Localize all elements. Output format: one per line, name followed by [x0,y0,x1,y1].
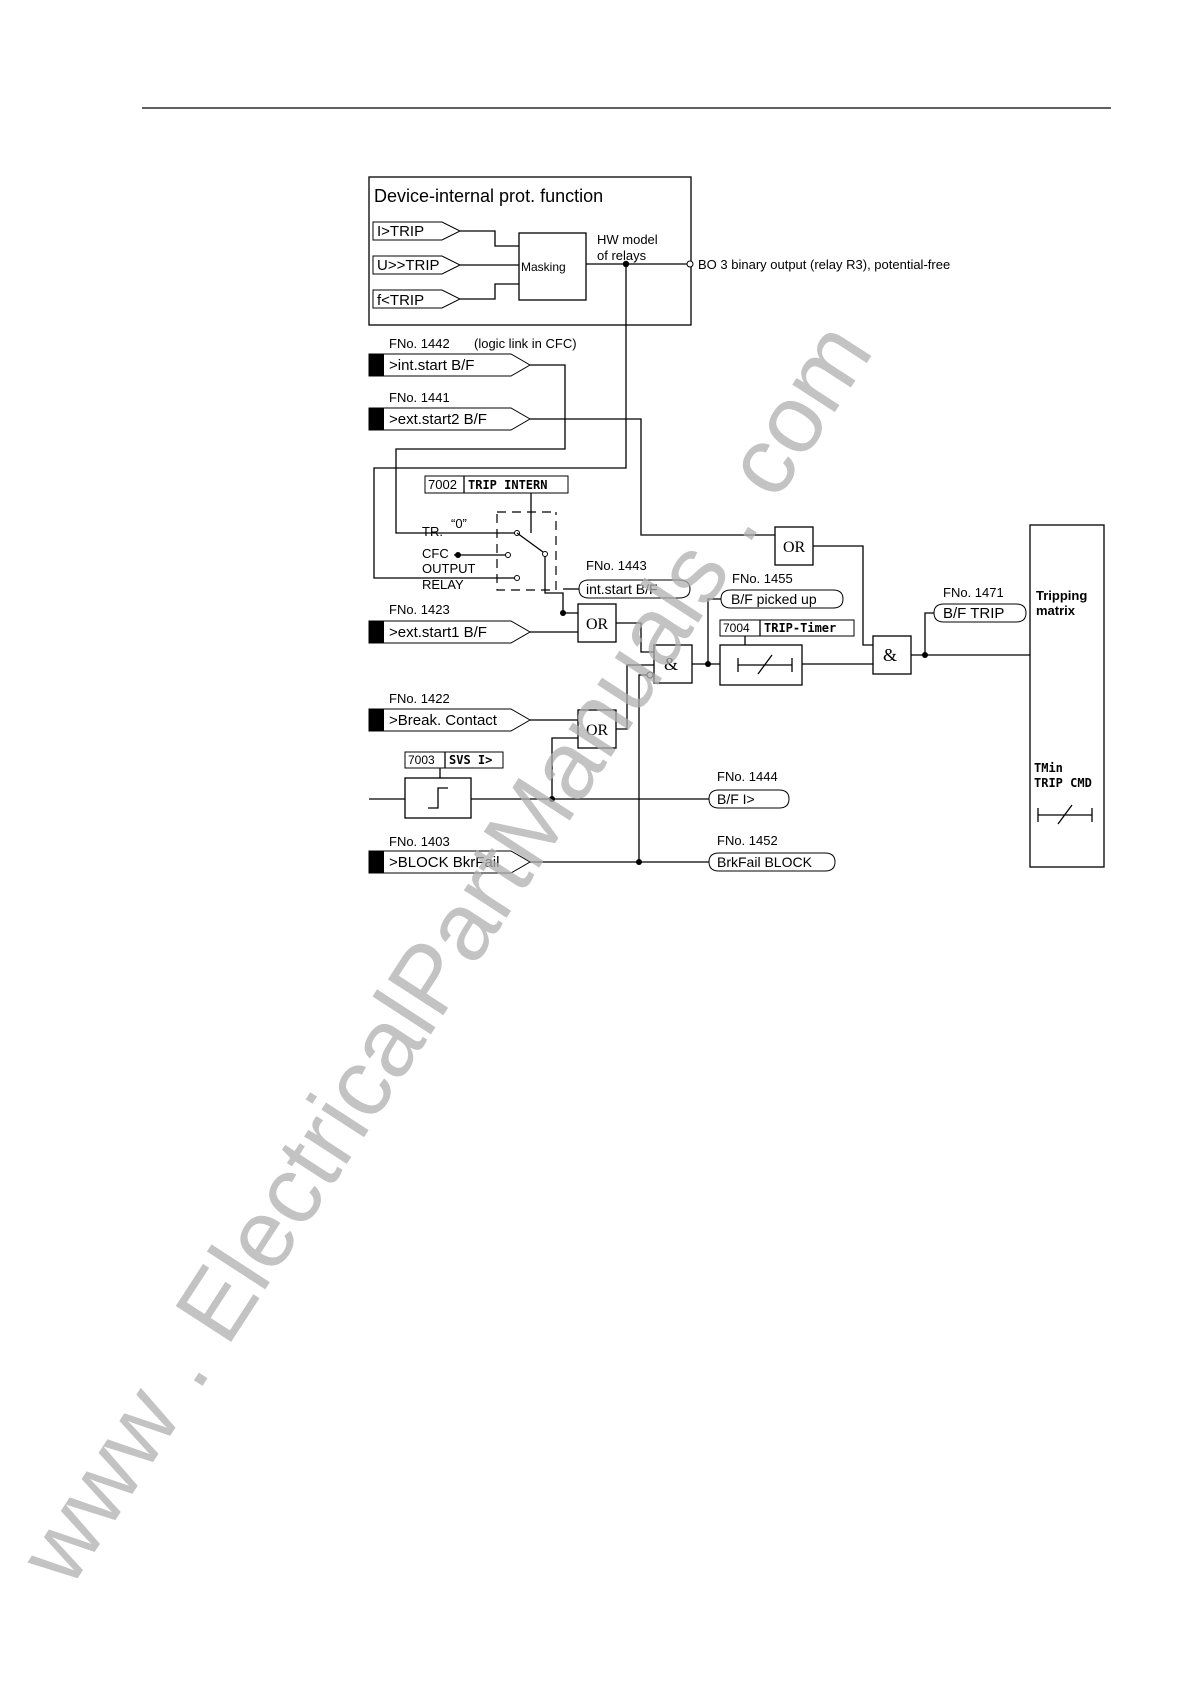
and-gate-1 [653,644,693,684]
and-gate-2 [872,635,912,675]
and-gate-1-label: & [664,654,678,674]
wire [460,283,519,300]
input-ext-start1-label: >ext.start1 B/F [389,624,487,641]
or-gate-2-label: OR [586,722,609,739]
input-f-trip [372,289,462,309]
input-i-trip-label: I>TRIP [377,223,424,240]
fno-1471: FNo. 1471 [943,585,1004,600]
junction [455,552,461,558]
input-u-trip-label: U>>TRIP [377,257,440,274]
param-7004-addr: 7004 [723,621,750,635]
or-gate-1-label: OR [586,616,609,633]
hw-model-label-1: HW model [597,232,658,247]
tmin-label-2: TRIP CMD [1034,776,1092,790]
input-block-label: >BLOCK BkrFail [389,854,499,871]
output-bf-i-label: B/F I> [717,791,755,807]
input-u-trip [372,255,462,275]
wire [813,545,873,646]
wire [395,364,566,534]
wire [616,622,654,653]
watermark: www . ElectricalPartManuals . com [0,304,892,1602]
fno-1443: FNo. 1443 [586,558,647,573]
masking-block [518,232,587,301]
masking-label: Masking [521,260,566,274]
output-bf-i [708,789,790,809]
switch-tr-label: TR. [422,524,443,539]
output-brkfail-block-label: BrkFail BLOCK [717,854,813,870]
input-ext-start2-label: >ext.start2 B/F [389,411,487,428]
param-7003-addr: 7003 [408,753,435,767]
output-picked-up-label: B/F picked up [731,591,817,607]
switch-contact [514,575,520,581]
output-int-start-label: int.start B/F [586,581,658,597]
switch-zero-label: “0” [451,516,467,531]
tmin-label-1: TMin [1034,761,1063,775]
fno-1423: FNo. 1423 [389,602,450,617]
bo3-label: BO 3 binary output (relay R3), potential… [698,257,950,272]
wire [616,664,654,730]
or-gate-top [774,526,814,566]
fno-1442: FNo. 1442 [389,336,450,351]
wire [460,230,519,247]
param-7002 [424,475,569,494]
or-gate-top-label: OR [783,539,806,556]
and-gate-2-label: & [883,645,897,665]
input-marker [369,354,384,376]
switch-contact [505,552,511,558]
input-i-trip [372,221,462,241]
hw-model-label-2: of relays [597,248,647,263]
tripping-matrix [1029,524,1105,868]
threshold-symbol [428,787,448,809]
switch-relay-label: RELAY [422,577,464,592]
fno-1455: FNo. 1455 [732,571,793,586]
output-bf-trip [933,603,1027,623]
fno-1441: FNo. 1441 [389,390,450,405]
output-int-start [578,579,691,599]
cfc-note: (logic link in CFC) [474,336,577,351]
junction [560,610,566,616]
tripping-matrix-title-1: Tripping [1036,588,1087,603]
param-7003-name: SVS I> [449,753,492,767]
function-box-title: Device-internal prot. function [374,186,603,206]
input-int-start-label: >int.start B/F [389,357,474,374]
output-terminal [686,260,694,268]
junction [549,796,555,802]
timer-symbol [757,654,773,675]
fno-1452: FNo. 1452 [717,833,778,848]
input-f-trip-label: f<TRIP [377,292,424,309]
switch-cfc-label: CFC [422,546,449,561]
param-7003 [404,751,504,769]
fno-1444: FNo. 1444 [717,769,778,784]
param-7004-name: TRIP-Timer [764,621,836,635]
input-break-contact-label: >Break. Contact [389,712,498,729]
param-7004 [719,619,855,637]
output-bf-trip-label: B/F TRIP [943,605,1004,622]
input-marker [369,709,384,731]
fno-1422: FNo. 1422 [389,691,450,706]
tripping-matrix-title-2: matrix [1036,603,1076,618]
input-marker [369,621,384,643]
switch-arm [516,532,544,553]
switch-frame [496,512,557,591]
wire [551,737,578,799]
wire [373,264,627,579]
param-7002-addr: 7002 [428,477,457,492]
output-picked-up [720,589,844,609]
param-7002-name: TRIP INTERN [468,478,547,492]
wire [544,556,578,614]
timer-symbol [1057,804,1073,825]
switch-pivot [542,551,548,557]
wire [707,598,721,664]
input-marker [369,851,384,873]
wire [924,612,934,655]
wire [638,674,647,862]
fno-1403: FNo. 1403 [389,834,450,849]
switch-output-label: OUTPUT [422,561,476,576]
wire [530,418,775,536]
output-brkfail-block [708,852,836,872]
input-marker [369,408,384,430]
